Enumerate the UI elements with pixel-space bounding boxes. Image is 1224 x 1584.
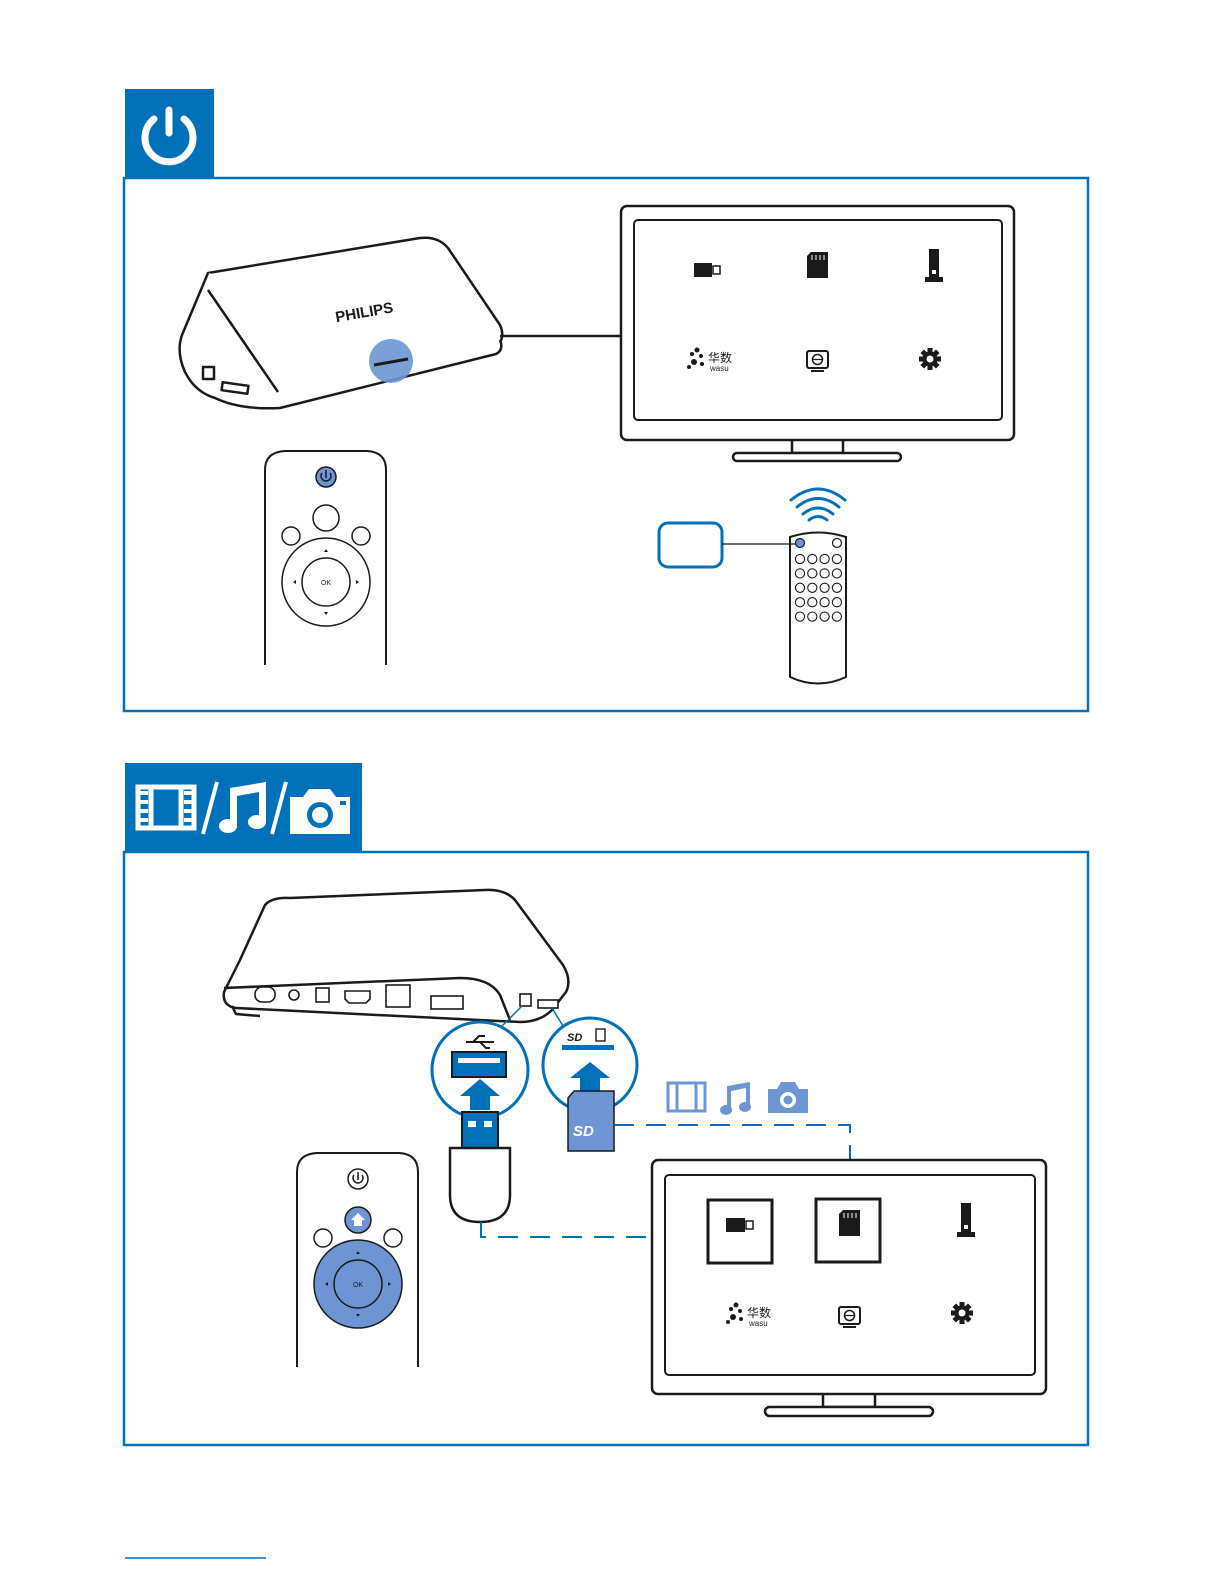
usb-port-side (520, 994, 531, 1006)
usb-port-rear (431, 996, 463, 1009)
tv-remote-key (820, 554, 829, 563)
usb-flash-drive (450, 1112, 510, 1222)
media-music-icon (720, 1082, 751, 1115)
wasu-latin-text: wasu (709, 364, 729, 373)
av-port (289, 990, 299, 1000)
wasu-chinese-text: 华数 (708, 350, 732, 365)
remote-home-button (313, 505, 339, 531)
tv-remote-key (808, 612, 817, 621)
wasu-latin-text: wasu (748, 1319, 768, 1328)
settings-gear-icon (951, 1302, 973, 1324)
tv-remote-key (832, 554, 841, 563)
tv-remote-key (808, 583, 817, 592)
philips-remote-2: OK (297, 1153, 418, 1367)
tv-remote-key (832, 569, 841, 578)
tv-remote-control (790, 533, 846, 684)
tv-remote-key (795, 569, 804, 578)
tv-remote-key (820, 612, 829, 621)
media-film-icon (668, 1083, 705, 1111)
tv-remote-key (795, 612, 804, 621)
sd-logo-text: SD (567, 1032, 582, 1044)
tv-remote-key (808, 598, 817, 607)
sd-card: SD (568, 1091, 614, 1151)
tv-remote-key (832, 612, 841, 621)
remote-option-button (384, 1229, 402, 1247)
tv-remote-key (820, 569, 829, 578)
network-icon (839, 1307, 860, 1327)
tv-remote-key (820, 598, 829, 607)
wifi-signal-icon (791, 489, 845, 520)
optical-port (316, 988, 329, 1002)
philips-remote-1: OK (265, 451, 386, 665)
tv-remote-key (808, 554, 817, 563)
network-icon (807, 351, 828, 371)
section-play-media: SD SD (124, 763, 1088, 1445)
tv-remote-key (795, 583, 804, 592)
tv-remote-power-button (796, 539, 805, 548)
settings-gear-icon (919, 348, 941, 370)
section-power-on: PHILIPS (124, 89, 1088, 711)
tv-remote-key (832, 598, 841, 607)
power-port (255, 987, 275, 1002)
tv-remote-key (795, 598, 804, 607)
remote-back-button (314, 1229, 332, 1247)
sd-slot-side (538, 1000, 558, 1008)
tv-1 (621, 206, 1014, 461)
remote-ok-label: OK (353, 1282, 363, 1289)
tv-remote-key (795, 554, 804, 563)
ethernet-port (386, 985, 410, 1007)
tv-power-button-callout (659, 523, 722, 567)
remote-option-button (352, 527, 370, 545)
tv-remote-key (808, 569, 817, 578)
sd-card-icon (807, 252, 828, 278)
remote-ok-label: OK (321, 580, 331, 587)
sd-card-icon (839, 1210, 860, 1236)
wasu-chinese-text: 华数 (747, 1305, 771, 1320)
sd-card-logo-text: SD (573, 1123, 594, 1140)
remote-back-button (282, 527, 300, 545)
hdmi-port (345, 991, 370, 1003)
media-camera-icon (768, 1082, 808, 1113)
tv-remote-key (820, 583, 829, 592)
tv-remote-key (832, 583, 841, 592)
